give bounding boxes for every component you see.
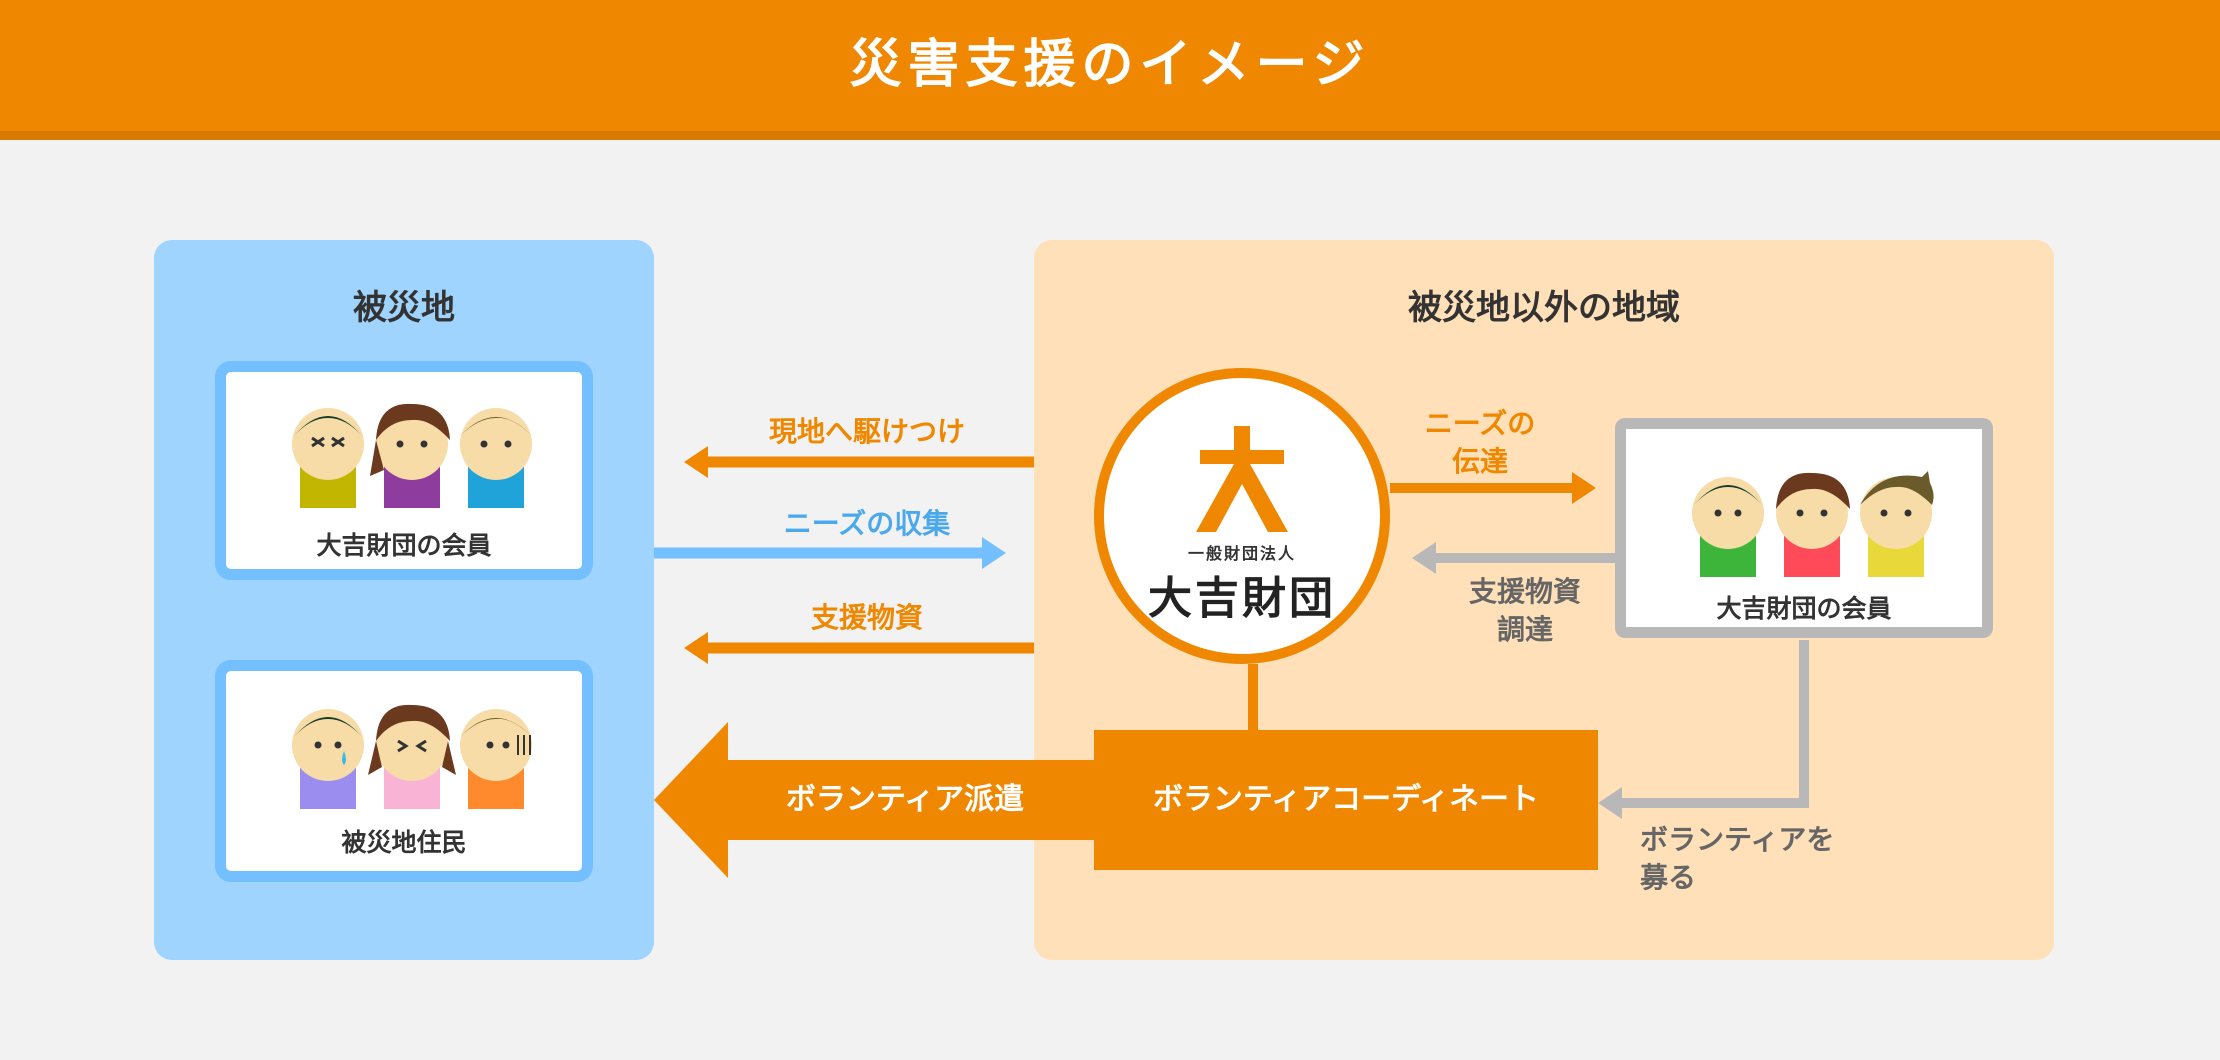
- needs-transmit-label-1: ニーズの: [1424, 407, 1536, 440]
- header-bar: [0, 0, 2220, 140]
- members-figures-icon: [292, 403, 532, 508]
- recruit-label-1: ボランティアを: [1640, 823, 1835, 856]
- coordinate-box: [1094, 730, 1598, 870]
- foundation-logo-icon: [1196, 426, 1288, 532]
- other-members-card: 大吉財団の会員: [1615, 418, 1993, 638]
- other-region-title: 被災地以外の地域: [1408, 288, 1680, 328]
- foundation-name: 大吉財団: [1148, 573, 1336, 624]
- foundation-circle: [1094, 368, 1390, 664]
- rush-label: 現地へ駆けつけ: [768, 415, 965, 448]
- dispatch-label: ボランティア派遣: [785, 782, 1025, 817]
- disaster-area-title: 被災地: [353, 288, 455, 328]
- other-members-label: 大吉財団の会員: [1716, 594, 1892, 623]
- residents-card: 被災地住民: [215, 660, 593, 882]
- disaster-members-label: 大吉財団の会員: [316, 531, 492, 560]
- recruit-label-2: 募る: [1640, 861, 1697, 894]
- collect-needs-label: ニーズの収集: [783, 507, 951, 540]
- procure-label-1: 支援物資: [1468, 575, 1581, 608]
- disaster-members-card: 大吉財団の会員: [215, 361, 593, 580]
- procure-label-2: 調達: [1496, 613, 1553, 646]
- coordinate-label: ボランティアコーディネート: [1152, 782, 1540, 817]
- page-title: 災害支援のイメージ: [849, 35, 1371, 95]
- other-members-figures-icon: [1692, 471, 1934, 577]
- residents-label: 被災地住民: [341, 828, 467, 857]
- supplies-label: 支援物資: [810, 601, 923, 634]
- residents-figures-icon: [292, 704, 532, 809]
- needs-transmit-label-2: 伝達: [1451, 445, 1508, 478]
- foundation-type: 一般財団法人: [1187, 544, 1296, 563]
